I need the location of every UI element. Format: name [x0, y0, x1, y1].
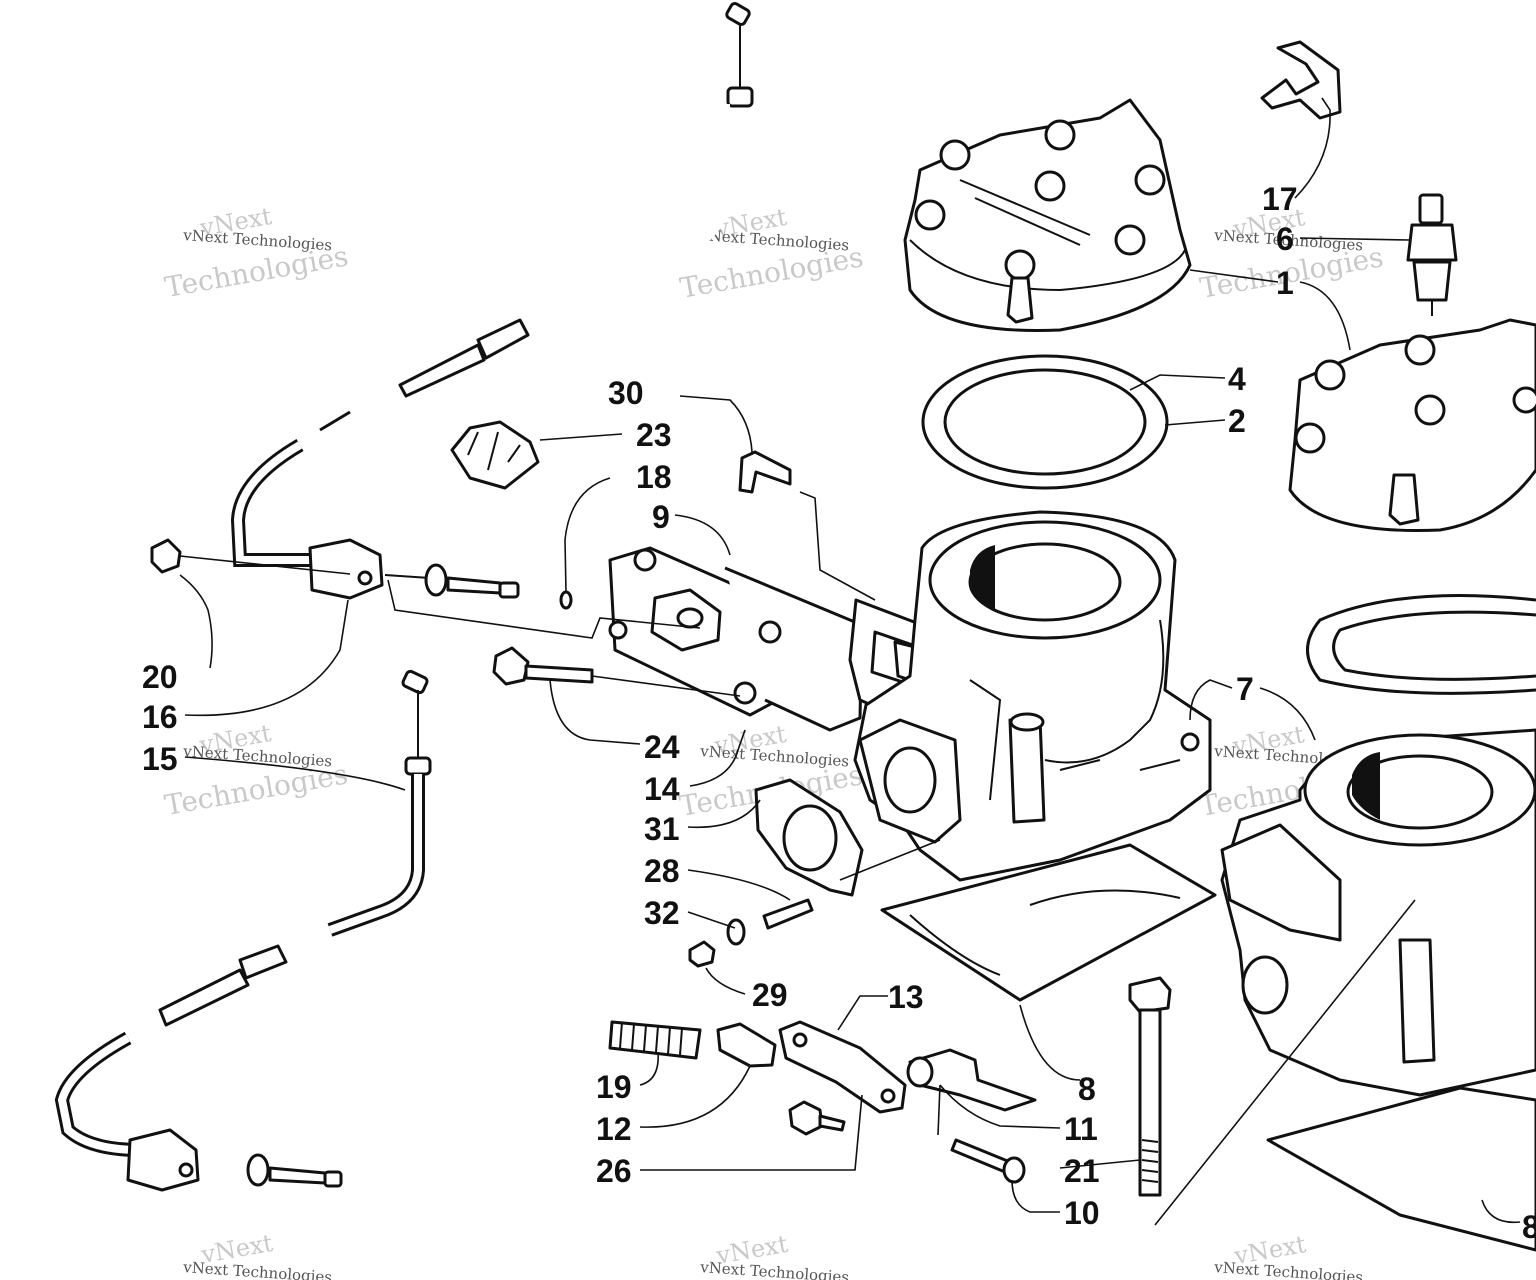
cylinder-7 [853, 510, 1212, 882]
callout-4: 4 [1228, 361, 1246, 397]
callout-26: 26 [596, 1153, 632, 1189]
callout-32: 32 [644, 895, 680, 931]
callout-17: 17 [1262, 181, 1298, 217]
callout-23: 23 [636, 417, 672, 453]
o-ring-18 [559, 590, 573, 610]
head-o-rings [921, 354, 1169, 490]
callout-2: 2 [1228, 403, 1246, 439]
watermark-label: vNext Technologies [182, 742, 333, 770]
callout-11: 11 [1064, 1111, 1098, 1147]
callout-labels: 17 6 1 4 2 7 8 8 30 23 18 9 20 16 15 24 … [142, 181, 1536, 1245]
cylinder-head-secondary [1288, 318, 1536, 532]
cylinder-secondary [1220, 728, 1536, 1097]
callout-9: 9 [652, 499, 670, 535]
watermark-label: vNext Technologies [699, 742, 850, 770]
callout-15: 15 [142, 741, 178, 777]
watermark-label: vNext Technologies [182, 226, 333, 254]
callout-21: 21 [1064, 1153, 1100, 1189]
callout-12: 12 [596, 1111, 632, 1147]
callout-10: 10 [1064, 1195, 1100, 1231]
nut-29 [688, 940, 716, 968]
callout-31: 31 [644, 811, 680, 847]
screw-10 [950, 1138, 1026, 1184]
callout-20: 20 [142, 659, 178, 695]
bolt-20 [150, 538, 351, 575]
upper-throttle-cable [230, 2, 754, 600]
callout-14: 14 [644, 771, 680, 807]
watermark-label: vNext Technologies [182, 1258, 333, 1280]
clip-23 [450, 420, 540, 490]
stud-28 [762, 898, 814, 930]
bolt-24 [492, 646, 741, 697]
exhaust-valve-11 [906, 1048, 1037, 1112]
base-gasket-secondary [1266, 1086, 1536, 1252]
watermark-label: vNext Technologies [1213, 1258, 1364, 1280]
elbow-fitting-30 [738, 450, 792, 494]
exhaust-gasket-31 [754, 778, 864, 897]
callout-30: 30 [608, 375, 644, 411]
watermark-label: vNext Technologies [699, 226, 850, 254]
callout-19: 19 [596, 1069, 632, 1105]
leader-lines [179, 97, 1521, 1226]
pivot-12 [716, 1022, 777, 1068]
callout-16: 16 [142, 699, 178, 735]
callout-18: 18 [636, 459, 672, 495]
bolt-21 [1128, 976, 1172, 1197]
secondary-o-ring [1306, 594, 1536, 695]
callout-24: 24 [644, 729, 680, 765]
reed-valve-9 [387, 546, 864, 732]
callout-29: 29 [752, 977, 788, 1013]
washer-32 [726, 918, 746, 946]
callout-28: 28 [644, 853, 680, 889]
callout-6: 6 [1276, 221, 1294, 257]
callout-8-secondary: 8 [1522, 1209, 1536, 1245]
callout-1: 1 [1276, 265, 1294, 301]
screw-26 [788, 1100, 846, 1136]
callout-7: 7 [1236, 671, 1254, 707]
callout-13: 13 [888, 979, 924, 1015]
base-gasket-8 [880, 843, 1217, 1002]
lower-throttle-cable [54, 669, 432, 1192]
callout-8: 8 [1078, 1071, 1096, 1107]
lever-13 [778, 1020, 907, 1114]
watermark-label: vNext Technologies [699, 1258, 850, 1280]
retainer-clip-17 [1260, 40, 1342, 120]
cylinder-head-1 [903, 98, 1192, 332]
spring-19 [608, 1020, 702, 1060]
spark-plug-6 [1406, 193, 1458, 316]
